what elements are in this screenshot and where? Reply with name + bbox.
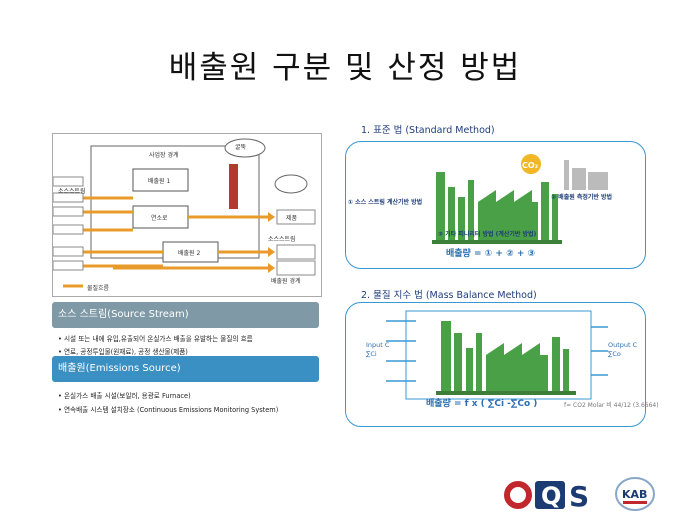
output-symbol: ∑Co (608, 350, 621, 358)
flow-arrowheads (268, 212, 275, 273)
standard-label-2: ② 배출원 측정기반 방법 (551, 194, 613, 201)
standard-label-1: ① 소스 스트림 계산기반 방법 (348, 199, 423, 206)
cloud-icon (224, 138, 266, 158)
kab-logo: KAB (614, 476, 656, 512)
source-stream-diagram: 사업장 경계 소스스트림 배출원 1 연소로 배출원 2 굴뚝 소스스트림 제품… (52, 133, 322, 297)
legend-boundary: 배출원 경계 (271, 278, 301, 285)
svg-text:Q: Q (541, 482, 561, 510)
facility-label: 사업장 경계 (149, 152, 179, 159)
output-label: Output C (608, 341, 638, 349)
legend-flow: 물질흐름 (87, 285, 110, 292)
emission-bullet-1: • 온실가스 배출 시설(보일러, 용광로 Furnace) (58, 392, 191, 400)
source-bullet-1: • 시설 또는 내에 유입,유출되어 온실가스 배출을 유발하는 물질의 흐름 (58, 335, 253, 343)
product-label: 제품 (286, 215, 298, 222)
diagram-left-label: 소스스트림 (58, 188, 86, 195)
co2-badge: CO₂ (522, 161, 539, 170)
mass-balance-panel: Input C ∑Ci Output C ∑Co 배출량 = f x ( ∑Ci… (345, 302, 659, 427)
oqs-logo: Q S (503, 478, 603, 513)
box-label-1: 배출원 1 (148, 178, 171, 185)
molar-ratio-note: f= CO2 Molar 비 44/12 (3.6664) (564, 402, 659, 409)
box-label-3: 배출원 2 (178, 250, 201, 257)
box-source-1 (132, 168, 189, 192)
oqs-logo-letter-s: S (569, 480, 589, 510)
emission-source-header: 배출원(Emissions Source) (52, 356, 319, 382)
factory-illustration-2 (386, 310, 608, 400)
mass-balance-title: 2. 물질 지수 법 (Mass Balance Method) (361, 290, 537, 301)
stack-label: 굴뚝 (235, 144, 247, 151)
emission-bullet-2: • 연속배출 시스템 설치장소 (Continuous Emissions Mo… (58, 406, 279, 414)
input-symbol: ∑Ci (366, 350, 377, 358)
diagram-right-label: 소스스트림 (268, 236, 296, 243)
factory-illustration-1: CO₂ (432, 154, 608, 244)
svg-text:KAB: KAB (622, 488, 647, 501)
standard-label-3: ③ 기타 피니리터 방법 (계산기반 방법) (438, 231, 537, 238)
standard-equation: 배출량 = ① + ② + ③ (446, 249, 536, 259)
input-label: Input C (366, 341, 390, 349)
slide-title: 배출원 구분 및 산정 방법 (168, 50, 522, 86)
diagram-svg (52, 138, 316, 288)
stack-icon (229, 164, 238, 209)
standard-method-title: 1. 표준 법 (Standard Method) (361, 125, 495, 136)
source-bullet-2: • 연료, 공정투입물(원재료), 공정 생산물(제품) (58, 348, 188, 356)
box-label-2: 연소로 (151, 215, 168, 222)
cloud-icon-2 (274, 174, 308, 194)
input-arrows (386, 320, 416, 382)
mass-balance-equation: 배출량 = f x ( ∑Ci -∑Co ) (426, 399, 538, 409)
standard-method-panel: CO₂ ① 소스 스트림 계산기반 방법 ② 배출원 측정기반 방법 ③ 기타 … (345, 141, 646, 269)
output-arrows (591, 326, 608, 376)
source-stream-header: 소스 스트림(Source Stream) (52, 302, 319, 328)
left-tags (52, 176, 84, 271)
